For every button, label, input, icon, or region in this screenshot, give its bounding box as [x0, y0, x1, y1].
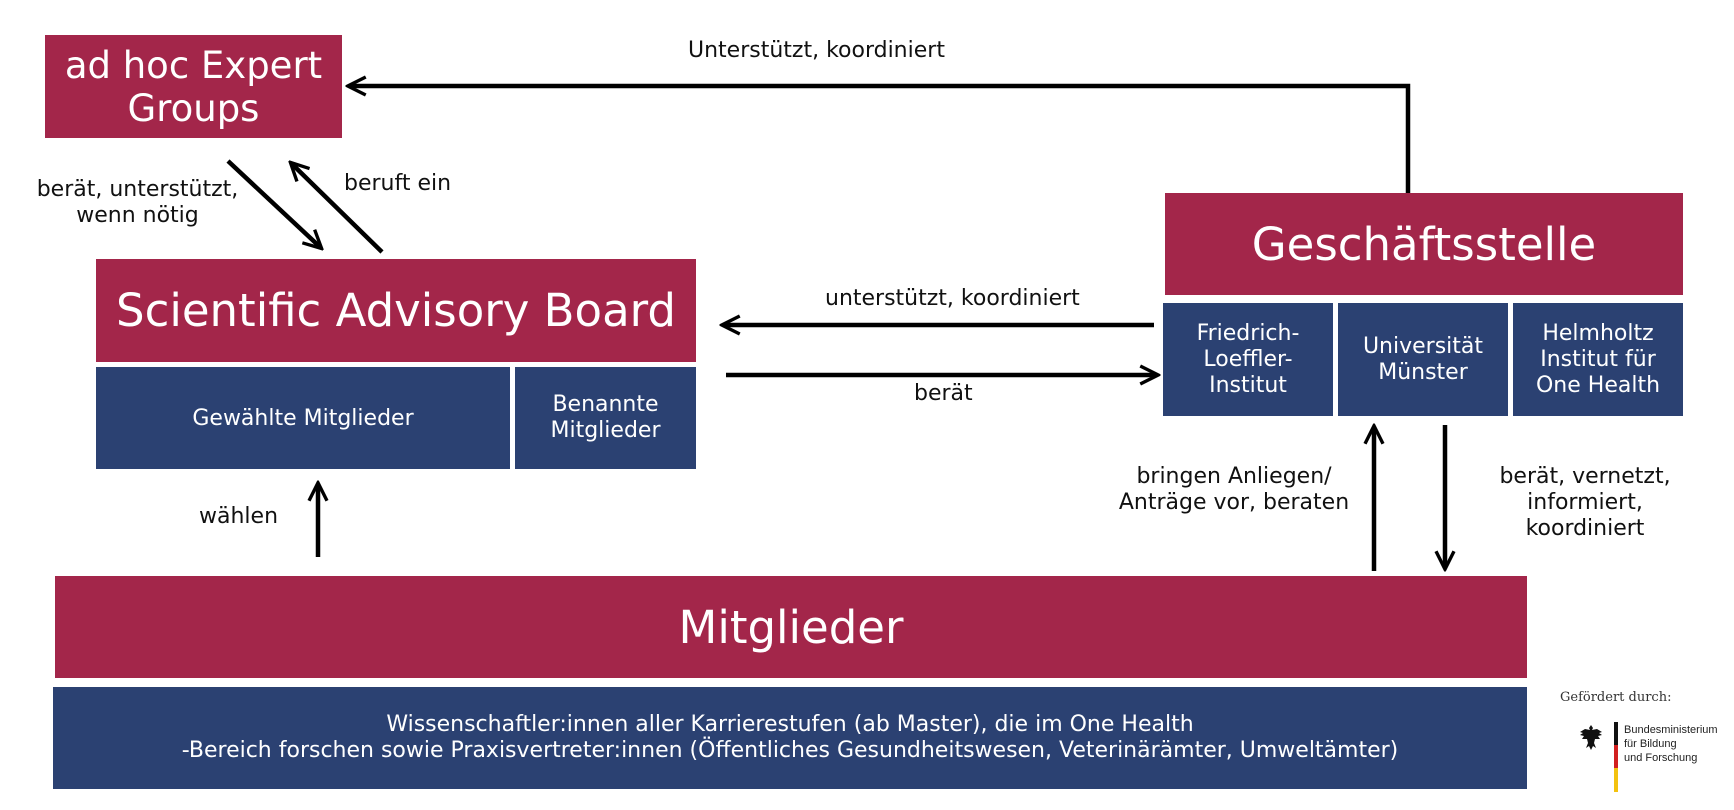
- label-beruft-ein: beruft ein: [344, 171, 452, 196]
- german-flag-bar: [1614, 722, 1618, 792]
- label-unterstuetzt-koordiniert-mid: unterstützt, koordiniert: [825, 286, 1080, 311]
- label-bringen-anliegen: bringen Anliegen/ Anträge vor, beraten: [1118, 464, 1350, 515]
- funder-name: Bundesministerium für Bildung und Forsch…: [1624, 724, 1718, 764]
- label-beraet-unterstuetzt: berät, unterstützt, wenn nötig: [36, 177, 239, 228]
- friedrich-loeffler-institut-box: Friedrich- Loeffler- Institut: [1163, 303, 1333, 416]
- arrow-geschaeftsstelle-to-adhoc: [350, 86, 1411, 193]
- arrow-sab-to-adhoc: [292, 164, 384, 254]
- benannte-mitglieder-box: Benannte Mitglieder: [515, 367, 696, 469]
- ad-hoc-expert-groups-box: ad hoc Expert Groups: [45, 35, 342, 138]
- helmholtz-institut-box: Helmholtz Institut für One Health: [1513, 303, 1683, 416]
- scientific-advisory-board-box: Scientific Advisory Board: [96, 259, 696, 362]
- label-beraet-vernetzt: berät, vernetzt, informiert, koordiniert: [1499, 464, 1671, 541]
- universitaet-muenster-box: Universität Münster: [1338, 303, 1508, 416]
- label-beraet: berät: [914, 381, 973, 406]
- federal-eagle-icon: [1580, 725, 1602, 750]
- gewaehlte-mitglieder-box: Gewählte Mitglieder: [96, 367, 510, 469]
- mitglieder-description-box: Wissenschaftler:innen aller Karrierestuf…: [53, 687, 1527, 789]
- funder-caption: Gefördert durch:: [1560, 690, 1672, 705]
- geschaeftsstelle-box: Geschäftsstelle: [1165, 193, 1683, 295]
- arrow-adhoc-to-sab: [226, 159, 320, 247]
- bmbf-logo: Bundesministerium für Bildung und Forsch…: [1578, 722, 1718, 792]
- label-waehlen: wählen: [199, 504, 279, 529]
- label-unterstuetzt-koordiniert-top: Unterstützt, koordiniert: [688, 38, 945, 63]
- mitglieder-box: Mitglieder: [55, 576, 1527, 678]
